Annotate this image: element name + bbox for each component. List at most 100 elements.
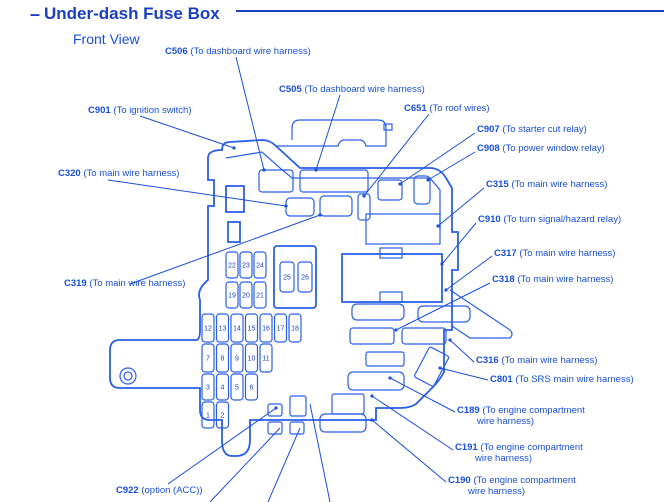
fuse-number: 23 [242, 263, 250, 270]
fuse-21: 21 [253, 281, 267, 309]
leader-line-c317 [445, 255, 493, 291]
connector-description: (To main wire harness) [516, 248, 616, 259]
fuse-number: 2 [221, 413, 225, 420]
fuse-4: 4 [215, 373, 230, 401]
leader-line-c922 [167, 407, 277, 485]
fuse-14: 14 [230, 313, 244, 343]
fuse-9: 9 [230, 343, 244, 373]
fuse-number: 19 [228, 293, 236, 300]
connector-code: C910 [478, 214, 501, 225]
connector-code: C316 [476, 355, 499, 366]
connector-description: (To turn signal/hazard relay) [500, 214, 622, 225]
leader-line-c190 [371, 419, 447, 483]
connector-label-c801: C801 (To SRS main wire harness) [490, 374, 634, 385]
fuse-number: 16 [262, 326, 270, 333]
connector-description: (To main wire harness) [498, 355, 598, 366]
fuse-number: 20 [242, 293, 250, 300]
connector-code: C189 [457, 405, 480, 416]
connector-code: C315 [486, 179, 509, 190]
fuse-number: 9 [235, 356, 239, 363]
arrowhead-icon [232, 146, 236, 150]
connector-label-c651: C651 (To roof wires) [404, 103, 490, 114]
connector-label-c901: C901 (To ignition switch) [88, 105, 192, 116]
connector-description: (To engine compartment [470, 475, 576, 486]
arrowhead-icon [362, 194, 366, 198]
arrowhead-icon [398, 182, 402, 186]
connector-code: C190 [448, 475, 471, 486]
c651-connector [357, 193, 371, 221]
connector-description: (option (ACC)) [138, 485, 203, 496]
arrowhead-icon [438, 366, 442, 370]
fuse-24: 24 [253, 251, 267, 279]
fuse-number: 6 [250, 385, 254, 392]
connector-description: (To dashboard wire harness) [187, 46, 311, 57]
leader-line-c506 [235, 56, 265, 171]
leader-line-c316 [449, 339, 475, 363]
leader-line-c191 [371, 395, 454, 451]
connector-code: C506 [165, 46, 188, 57]
fuse-relay-block [273, 245, 317, 309]
fuse-number: 18 [291, 326, 299, 333]
leader-line-c319 [129, 214, 321, 285]
connector-label-c506: C506 (To dashboard wire harness) [165, 46, 311, 57]
fuse-13: 13 [215, 313, 230, 343]
connector-code: C191 [455, 442, 478, 453]
connector-code: C908 [477, 143, 500, 154]
leader-line-c318 [395, 282, 491, 331]
connector-code: C319 [64, 278, 87, 289]
arrowhead-icon [444, 288, 448, 292]
fuse-18: 18 [288, 313, 302, 343]
c910-relay [341, 253, 443, 303]
connector-description: (To SRS main wire harness) [512, 374, 634, 385]
leader-line-c907 [399, 132, 476, 185]
leader-line-c801 [439, 367, 489, 381]
arrowhead-icon [426, 178, 430, 182]
c318-connector [417, 305, 471, 323]
c317-arm [449, 289, 513, 339]
connector-description-line2: wire harness) [477, 416, 535, 427]
connector-code: C901 [88, 105, 111, 116]
fuse-number: 14 [233, 326, 241, 333]
connector-label-c908: C908 (To power window relay) [477, 143, 605, 154]
fuse-3: 3 [201, 373, 215, 401]
leader-line-offscreen-2 [309, 403, 331, 502]
fuse-number: 13 [219, 326, 227, 333]
title-rule [236, 10, 664, 12]
connector-code: C922 [116, 485, 139, 496]
connector-label-c907: C907 (To starter cut relay) [477, 124, 587, 135]
leader-line-c320 [107, 179, 287, 207]
leader-line-c315 [437, 187, 485, 227]
connector-code: C801 [490, 374, 513, 385]
fuse-number: 17 [277, 326, 285, 333]
fuse-8: 8 [215, 343, 230, 373]
fuse-1: 1 [201, 401, 215, 429]
connector-code: C651 [404, 103, 427, 114]
fuse-17: 17 [273, 313, 288, 343]
top-bump [276, 119, 387, 147]
c801-connector [365, 351, 405, 367]
connector-label-c318: C318 (To main wire harness) [492, 274, 613, 285]
fuse-number: 4 [221, 385, 225, 392]
connector-description: (To main wire harness) [80, 168, 180, 179]
fuse-number: 26 [301, 275, 309, 282]
c315-connector [365, 213, 441, 245]
fuse-22: 22 [225, 251, 239, 279]
c320-connector [285, 197, 315, 217]
connector-label-c505: C505 (To dashboard wire harness) [279, 84, 425, 95]
fuse-19: 19 [225, 281, 239, 309]
fuse-7: 7 [201, 343, 215, 373]
connector-label-c317: C317 (To main wire harness) [494, 248, 615, 259]
connector-label-c316: C316 (To main wire harness) [476, 355, 597, 366]
c316-connector-a [351, 303, 405, 321]
c505-connector [299, 169, 369, 193]
c922-connector-d [289, 421, 305, 435]
c907-connector [377, 179, 403, 201]
c316-connector-c [401, 327, 447, 345]
leader-line-offscreen-1 [267, 427, 301, 502]
connector-code: C318 [492, 274, 515, 285]
fuse-12: 12 [201, 313, 215, 343]
connector-description-line2: wire harness) [475, 453, 533, 464]
connector-description: (To roof wires) [426, 103, 490, 114]
